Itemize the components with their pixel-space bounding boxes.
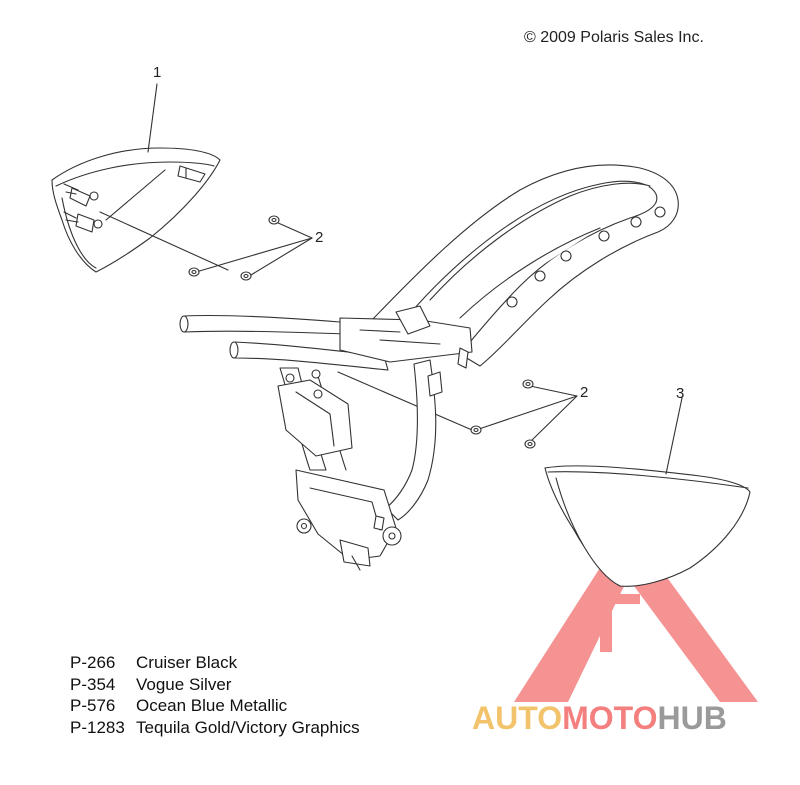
callout-2-upper: 2 [315, 229, 324, 246]
watermark-text: AUTOMOTOHUB [472, 700, 727, 737]
legend-color-name: Tequila Gold/Victory Graphics [136, 717, 360, 737]
nuts [188, 215, 536, 449]
side-cover-right [544, 465, 751, 587]
copyright-text: © 2009 Polaris Sales Inc. [524, 29, 704, 46]
watermark-logo [514, 524, 758, 702]
legend-color-name: Cruiser Black [136, 653, 238, 672]
watermark-part-auto: AUTO [472, 700, 563, 736]
legend-code: P-1283 [70, 717, 125, 737]
motorcycle-frame [179, 164, 679, 571]
legend-row: P-1283 Tequila Gold/Victory Graphics [70, 717, 360, 739]
legend-row: P-576 Ocean Blue Metallic [70, 695, 360, 717]
legend-code: P-266 [70, 653, 116, 672]
callout-2-lower: 2 [580, 384, 589, 401]
legend-code: P-354 [70, 674, 116, 694]
side-cover-left [51, 147, 221, 273]
legend-code: P-576 [70, 696, 116, 715]
legend-row: P-266 Cruiser Black [70, 652, 360, 674]
color-legend: P-266 Cruiser Black P-354 Vogue Silver P-5… [70, 652, 360, 738]
watermark-part-moto: MOTO [562, 700, 658, 736]
watermark-part-hub: HUB [657, 700, 727, 736]
leader-lines [99, 83, 683, 475]
callout-3: 3 [676, 385, 685, 402]
callout-1: 1 [153, 64, 162, 81]
legend-row: P-354 Vogue Silver [70, 674, 360, 696]
legend-color-name: Ocean Blue Metallic [136, 696, 288, 715]
legend-color-name: Vogue Silver [136, 674, 232, 694]
